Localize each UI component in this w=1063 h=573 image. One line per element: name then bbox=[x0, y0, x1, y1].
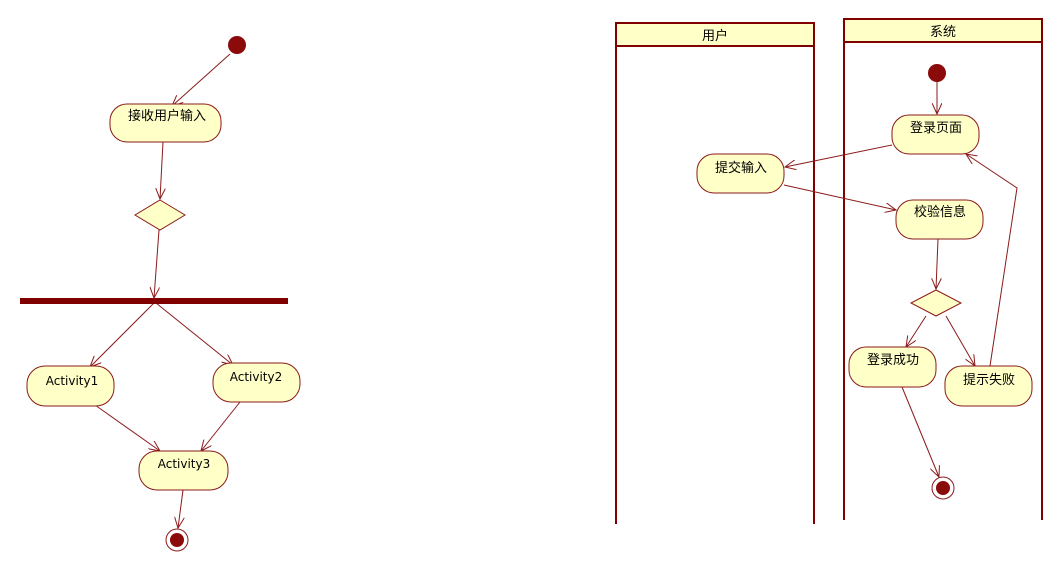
edge-decision-to-fork bbox=[154, 229, 159, 298]
fork-bar bbox=[20, 298, 288, 304]
swimlane-user-header bbox=[615, 22, 815, 47]
activity-submit-input-label: 提交输入 bbox=[715, 160, 767, 176]
edge-start-to-receive-input bbox=[172, 53, 231, 106]
activity-prompt-failure bbox=[944, 365, 1033, 407]
left-activity-diagram: 接收用户输入 Activity1 Activity2 Activity3 bbox=[20, 36, 301, 552]
activity-activity3 bbox=[138, 450, 229, 491]
activity-activity3-label: Activity3 bbox=[158, 457, 211, 471]
swimlane-system-header bbox=[843, 18, 1043, 43]
edge-receive-input-to-decision bbox=[160, 141, 163, 199]
edge-prompt-failure-to-login-page bbox=[966, 154, 1018, 367]
activity-verify-info bbox=[895, 199, 984, 240]
activity-login-page-label: 登录页面 bbox=[910, 121, 962, 136]
system-final-node-inner bbox=[936, 481, 950, 495]
activity-activity1 bbox=[26, 365, 115, 407]
edge-verify-info-to-decision bbox=[936, 238, 938, 289]
activity-submit-input bbox=[696, 153, 785, 194]
edge-fork-to-activity2 bbox=[155, 302, 233, 365]
right-swimlane-diagram: 用户 系统 登录页面 提交输入 校验信息 登录成 bbox=[615, 18, 1043, 524]
activity-login-success bbox=[848, 346, 937, 388]
final-node-inner bbox=[170, 533, 184, 547]
edge-decision-to-login-success bbox=[906, 315, 927, 347]
edge-activity1-to-activity3 bbox=[94, 404, 160, 451]
activity-activity2 bbox=[212, 362, 301, 403]
activity-receive-input bbox=[109, 103, 222, 143]
activity-verify-info-label: 校验信息 bbox=[914, 204, 966, 220]
activity-prompt-failure-label: 提示失败 bbox=[963, 372, 1015, 388]
system-decision-node bbox=[909, 289, 963, 317]
edge-activity2-to-activity3 bbox=[201, 401, 241, 451]
activity-receive-input-label: 接收用户输入 bbox=[128, 108, 206, 124]
swimlane-system-title: 系统 bbox=[930, 25, 956, 40]
edge-fork-to-activity1 bbox=[90, 302, 155, 367]
edge-submit-input-to-verify-info bbox=[783, 184, 896, 210]
swimlane-user-title: 用户 bbox=[702, 28, 728, 44]
system-initial-node bbox=[928, 64, 946, 82]
decision-node bbox=[134, 199, 186, 231]
activity-activity2-label: Activity2 bbox=[230, 370, 283, 384]
initial-node bbox=[228, 36, 246, 54]
edge-activity3-to-end bbox=[178, 489, 183, 528]
activity-login-page bbox=[891, 114, 980, 155]
swimlane-user: 用户 bbox=[615, 22, 815, 524]
edge-login-page-to-submit-input bbox=[785, 144, 893, 167]
edge-decision-to-prompt-failure bbox=[945, 315, 975, 366]
edge-login-success-to-end bbox=[901, 386, 939, 477]
activity-login-success-label: 登录成功 bbox=[867, 353, 919, 368]
activity-activity1-label: Activity1 bbox=[46, 374, 99, 388]
swimlane-system: 系统 bbox=[843, 18, 1043, 520]
